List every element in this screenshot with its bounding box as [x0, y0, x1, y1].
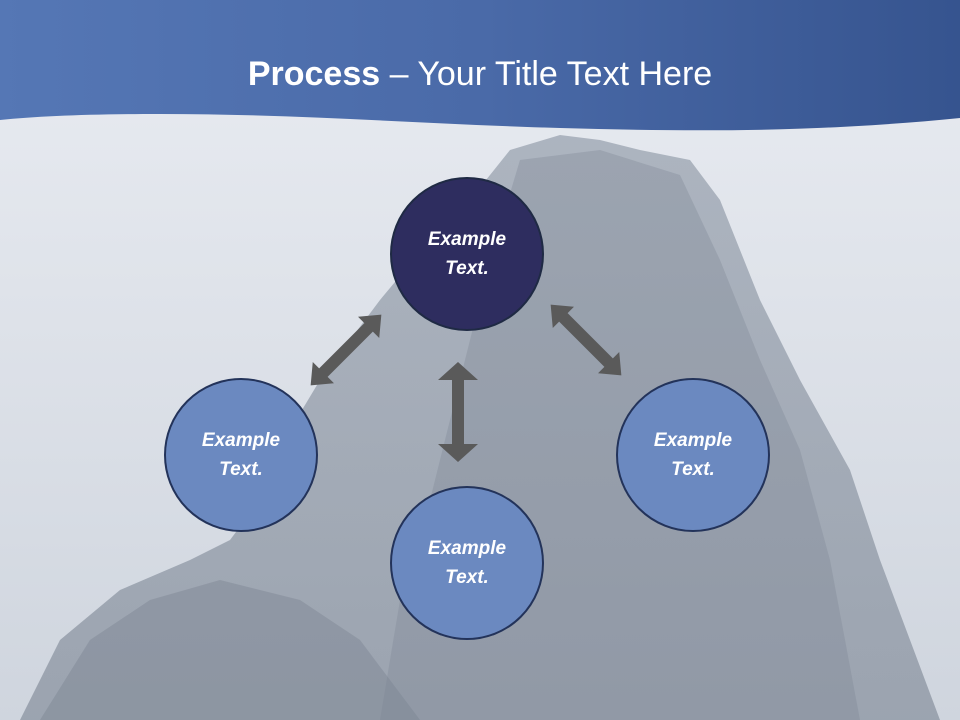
node-center-label: Example Text. — [427, 229, 507, 279]
node-left-label: Example Text. — [201, 430, 281, 480]
node-bottom-label: Example Text. — [427, 538, 507, 588]
double-arrow-right — [550, 304, 622, 376]
title-rest: – Your Title Text Here — [380, 55, 713, 93]
node-bottom[interactable]: Example Text. — [390, 486, 544, 640]
node-center[interactable]: Example Text. — [390, 177, 544, 331]
node-left[interactable]: Example Text. — [164, 378, 318, 532]
slide-title: Process – Your Title Text Here — [0, 52, 960, 96]
node-right[interactable]: Example Text. — [616, 378, 770, 532]
node-right-label: Example Text. — [653, 430, 733, 480]
double-arrow-left — [310, 314, 382, 386]
title-bold: Process — [247, 55, 381, 93]
double-arrow-vertical — [438, 362, 478, 462]
